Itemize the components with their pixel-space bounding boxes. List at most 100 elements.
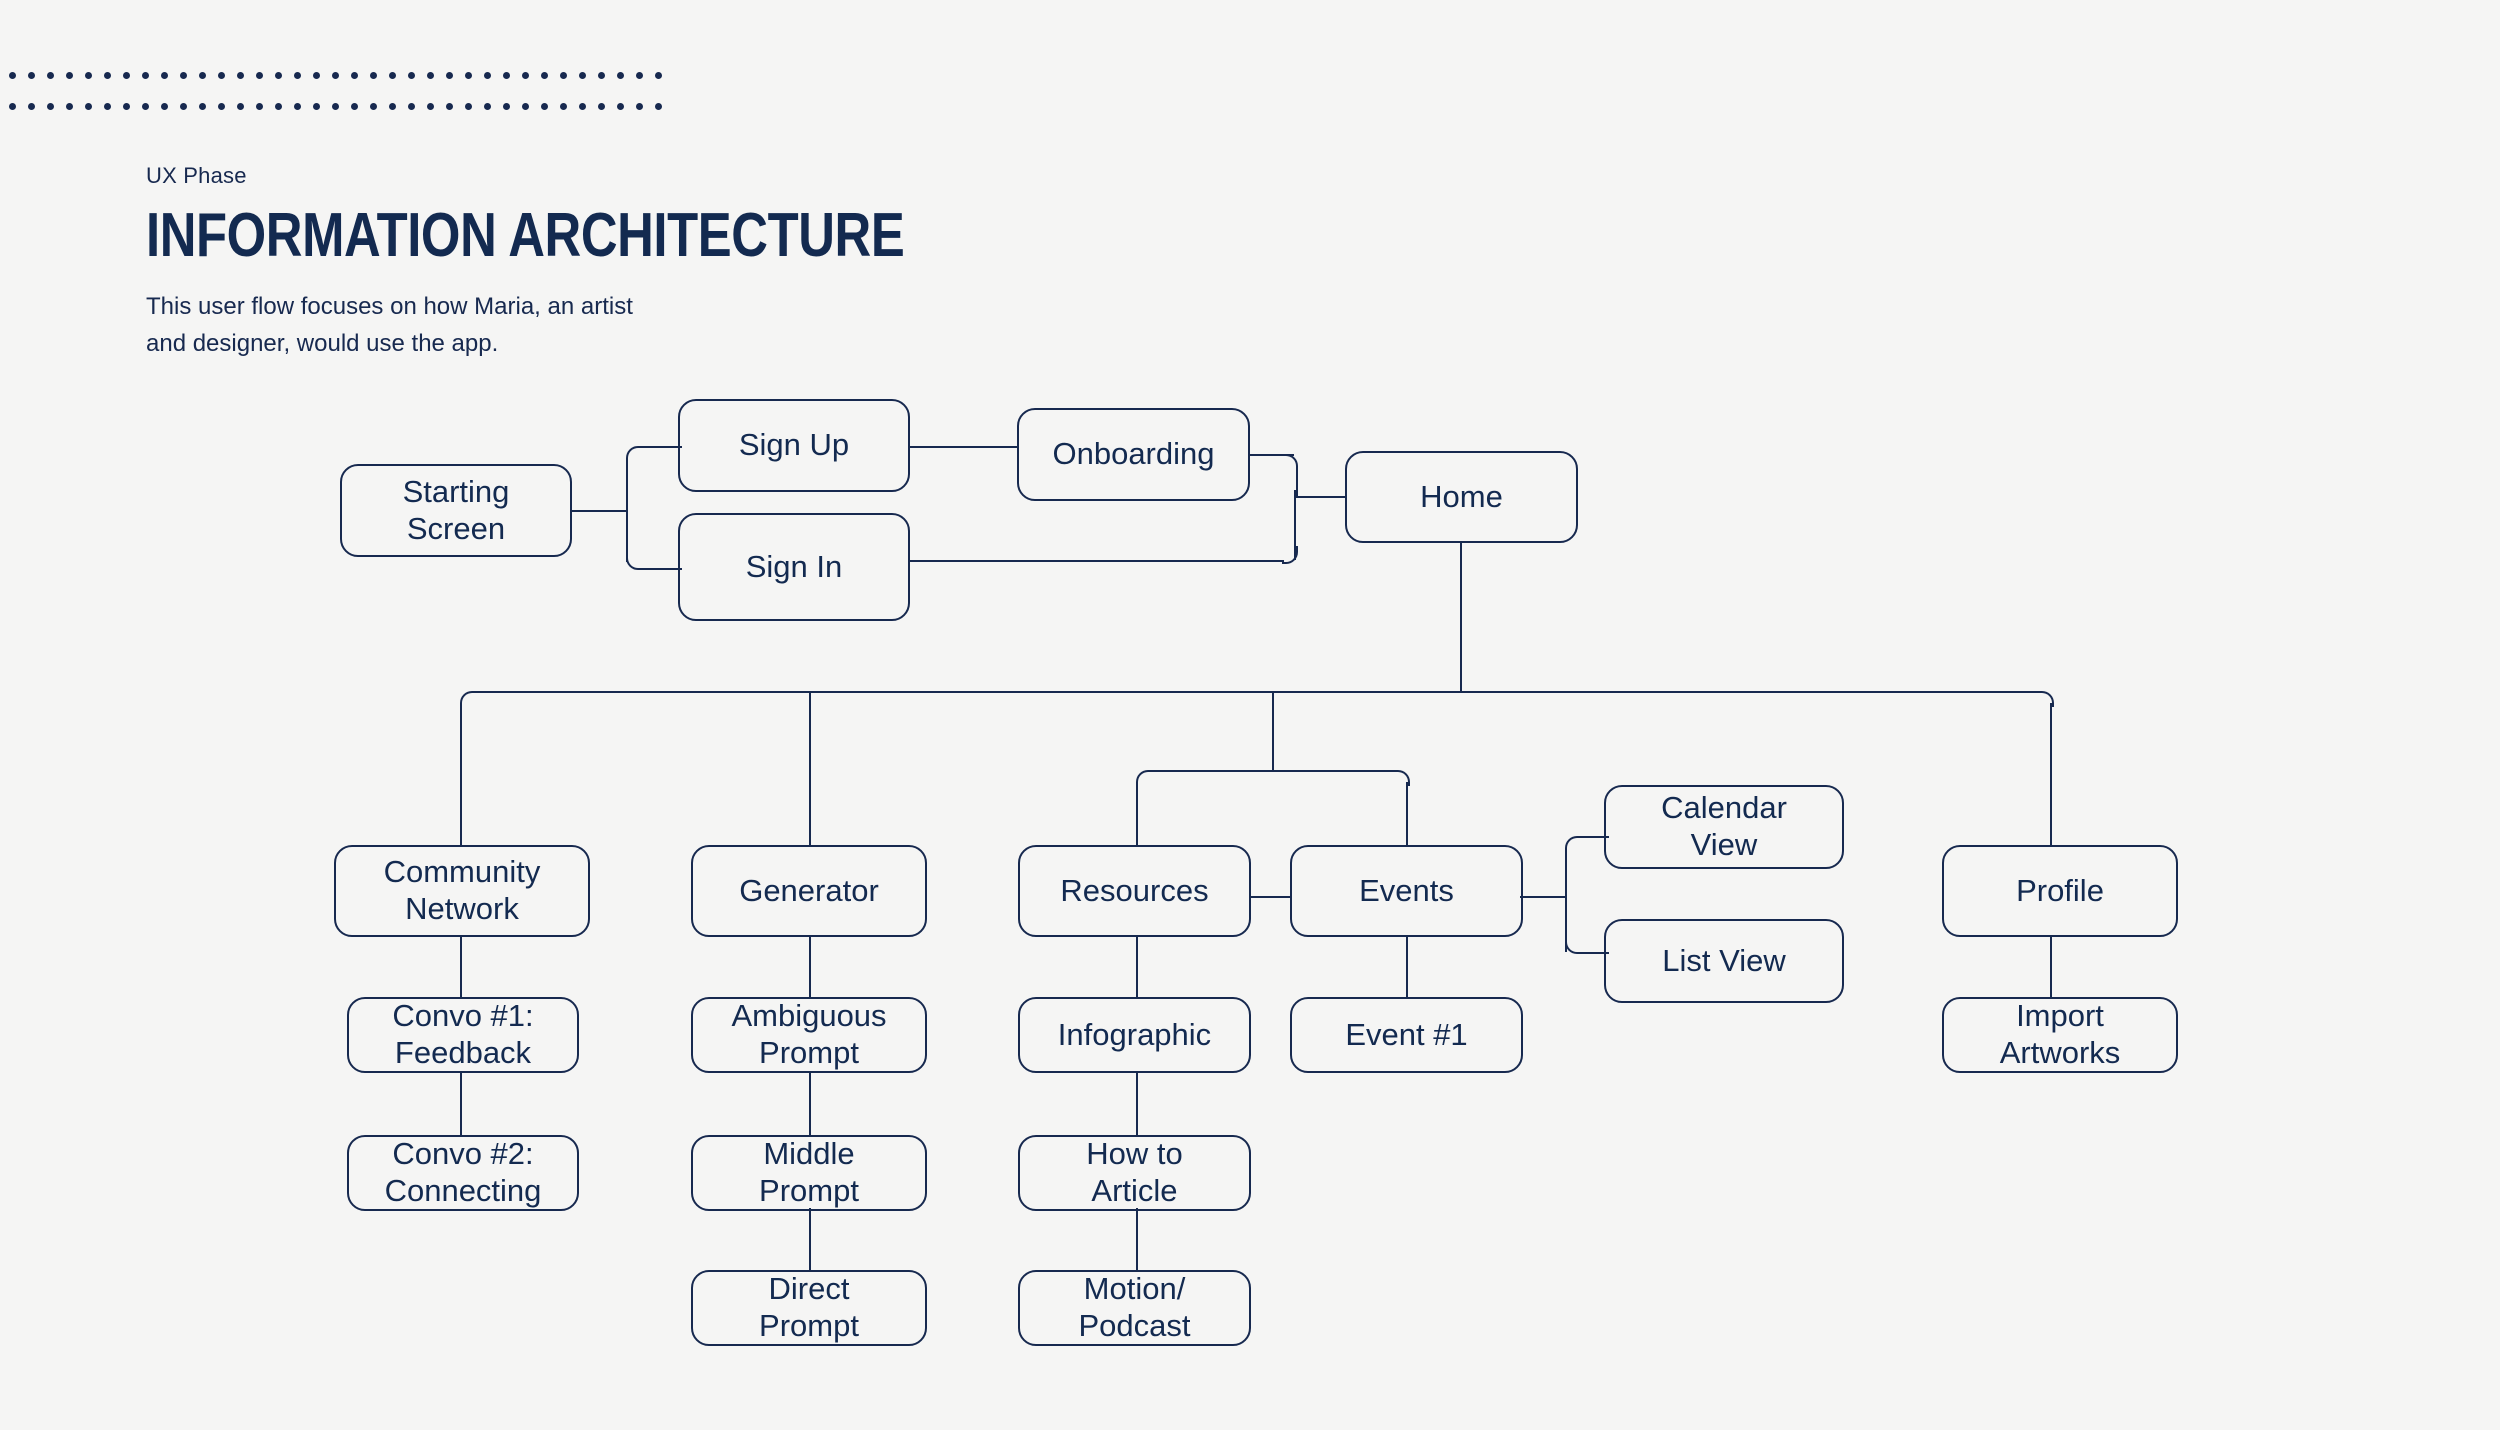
- ornament-dot: [560, 103, 567, 110]
- ornament-dot: [408, 72, 415, 79]
- edge-howto-to-motion: [1136, 1208, 1138, 1270]
- ornament-dot: [636, 72, 643, 79]
- edge-convo1-to-convo2: [460, 1073, 462, 1135]
- ornament-dot: [465, 72, 472, 79]
- edge-drop-generator: [809, 691, 811, 845]
- edge-resources-to-infographic: [1136, 937, 1138, 997]
- node-convo-1[interactable]: Convo #1: Feedback: [347, 997, 579, 1073]
- ornament-dot: [598, 103, 605, 110]
- eyebrow-label: UX Phase: [146, 163, 247, 188]
- node-starting-screen[interactable]: Starting Screen: [340, 464, 572, 557]
- edge-drop-resources: [1136, 782, 1138, 846]
- node-motion-podcast[interactable]: Motion/ Podcast: [1018, 1270, 1251, 1346]
- ornament-dot: [484, 72, 491, 79]
- ornament-dot: [408, 103, 415, 110]
- ornament-dot: [66, 72, 73, 79]
- ornament-dot: [218, 72, 225, 79]
- ornament-dot: [104, 72, 111, 79]
- edge-views-split-bar: [1565, 848, 1567, 952]
- ornament-dot: [503, 103, 510, 110]
- edge-onboarding-out: [1250, 454, 1294, 456]
- header-block: UX Phase INFORMATION ARCHITECTURE This u…: [146, 163, 1071, 362]
- ornament-dot: [541, 103, 548, 110]
- ornament-dot: [123, 103, 130, 110]
- node-onboarding[interactable]: Onboarding: [1017, 408, 1250, 501]
- ornament-dot: [47, 72, 54, 79]
- ornament-dot: [199, 103, 206, 110]
- edge-start-to-split: [572, 510, 627, 512]
- ornament-dot: [313, 72, 320, 79]
- ornament-dot: [104, 103, 111, 110]
- node-event-1[interactable]: Event #1: [1290, 997, 1523, 1073]
- ornament-dot: [85, 103, 92, 110]
- ornament-dot: [541, 72, 548, 79]
- ornament-dot: [503, 72, 510, 79]
- edge-infographic-to-howto: [1136, 1073, 1138, 1135]
- ornament-dot: [351, 72, 358, 79]
- node-ambiguous-prompt[interactable]: Ambiguous Prompt: [691, 997, 927, 1073]
- subtitle-line-1: This user flow focuses on how Maria, an …: [146, 292, 633, 320]
- distributor-cap-left: [460, 691, 476, 707]
- ornament-dot: [180, 72, 187, 79]
- edge-events-to-event1: [1406, 937, 1408, 997]
- ornament-dot: [465, 103, 472, 110]
- ornament-dot: [142, 72, 149, 79]
- edge-signup-to-onboarding: [910, 446, 1018, 448]
- ornament-dot: [332, 72, 339, 79]
- ornament-dot: [598, 72, 605, 79]
- ornament-dot: [85, 72, 92, 79]
- ornament-dot: [427, 72, 434, 79]
- edge-subsplit-bar: [1148, 770, 1396, 772]
- ornament-dot: [332, 103, 339, 110]
- edge-drop-resources-events: [1272, 691, 1274, 771]
- ornament-dot: [389, 103, 396, 110]
- node-sign-up[interactable]: Sign Up: [678, 399, 910, 492]
- ornament-dot: [275, 103, 282, 110]
- ornament-dot: [370, 72, 377, 79]
- edge-generator-to-ambiguous: [809, 937, 811, 997]
- ornament-dot: [294, 103, 301, 110]
- node-calendar-view[interactable]: Calendar View: [1604, 785, 1844, 869]
- node-direct-prompt[interactable]: Direct Prompt: [691, 1270, 927, 1346]
- ornament-dot: [560, 72, 567, 79]
- node-how-to-article[interactable]: How to Article: [1018, 1135, 1251, 1211]
- ornament-dot: [522, 72, 529, 79]
- edge-subsplit-cap-right: [1394, 770, 1410, 786]
- edge-elbow-signin: [626, 548, 682, 570]
- node-generator[interactable]: Generator: [691, 845, 927, 937]
- edge-split-bar: [626, 458, 628, 562]
- node-resources[interactable]: Resources: [1018, 845, 1251, 937]
- ornament-dot: [218, 103, 225, 110]
- ornament-dot: [427, 103, 434, 110]
- node-import-artworks[interactable]: Import Artworks: [1942, 997, 2178, 1073]
- node-list-view[interactable]: List View: [1604, 919, 1844, 1003]
- ornament-dot: [313, 103, 320, 110]
- ornament-dot: [142, 103, 149, 110]
- ornament-dot: [47, 103, 54, 110]
- distributor-bar: [472, 691, 2040, 693]
- ornament-dot: [256, 72, 263, 79]
- ornament-dot: [256, 103, 263, 110]
- ornament-dot: [123, 72, 130, 79]
- page-subtitle: This user flow focuses on how Maria, an …: [146, 288, 1071, 362]
- ornament-dot: [370, 103, 377, 110]
- node-sign-in[interactable]: Sign In: [678, 513, 910, 621]
- node-infographic[interactable]: Infographic: [1018, 997, 1251, 1073]
- node-middle-prompt[interactable]: Middle Prompt: [691, 1135, 927, 1211]
- edge-middle-to-direct: [809, 1208, 811, 1270]
- ornament-dot: [28, 72, 35, 79]
- edge-elbow-onboarding-down: [1282, 454, 1298, 496]
- ornament-dot: [655, 72, 662, 79]
- ornament-dot: [275, 72, 282, 79]
- edge-ambiguous-to-middle: [809, 1073, 811, 1135]
- node-home[interactable]: Home: [1345, 451, 1578, 543]
- ornament-dot: [617, 72, 624, 79]
- node-events[interactable]: Events: [1290, 845, 1523, 937]
- node-community-network[interactable]: Community Network: [334, 845, 590, 937]
- edge-resources-events: [1250, 896, 1292, 898]
- edge-merge-bar: [1294, 490, 1296, 560]
- edge-subsplit-cap-left: [1136, 770, 1152, 786]
- node-profile[interactable]: Profile: [1942, 845, 2178, 937]
- node-convo-2[interactable]: Convo #2: Connecting: [347, 1135, 579, 1211]
- dot-row-top: [9, 72, 662, 79]
